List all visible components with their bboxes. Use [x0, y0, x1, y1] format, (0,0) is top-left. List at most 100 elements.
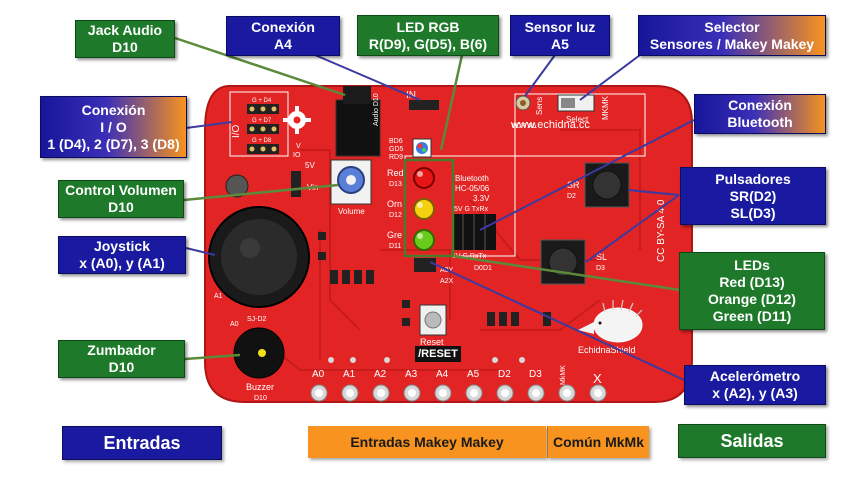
board-silk-text: V [296, 143, 301, 150]
board-silk-text: Red [387, 168, 404, 178]
capacitor [225, 174, 249, 198]
board-silk-text: SR [567, 180, 580, 190]
board-silk-text: CC BY-SA 4.0 [656, 199, 667, 262]
board-silk-text: 5V G TxRx [454, 206, 489, 213]
label-conexion-io-title: Conexión [81, 101, 146, 118]
board-silk-text: A5 [467, 369, 480, 380]
board-silk-text: SJ-D2 [247, 316, 267, 323]
connector-lines-blue [185, 54, 695, 381]
label-led-rgb-pins: R(D9), G(D5), B(6) [368, 35, 488, 52]
board-silk-text: G + D7 [252, 118, 272, 124]
board-silk-text: D13 [389, 181, 402, 188]
board-silk-text: D10 [254, 395, 267, 402]
led-green [413, 229, 435, 251]
label-control-volumen-title: Control Volumen [65, 182, 177, 198]
led-red [413, 167, 435, 189]
board-silk-text: A2 [374, 369, 387, 380]
connector-lines-green [174, 36, 681, 361]
board-silk-text: D0D1 [474, 265, 492, 272]
board-silk-text: D3 [596, 265, 605, 272]
label-acelerometro-pins: x (A2), y (A3) [712, 385, 798, 401]
board-silk-text: D2 [498, 369, 511, 380]
label-joystick-title: Joystick [93, 238, 151, 254]
label-zumbador-pin: D10 [108, 359, 135, 375]
label-conexion-a4-pin: A4 [274, 36, 292, 52]
label-pulsadores: Pulsadores SR(D2) SL(D3) [680, 167, 826, 225]
audio-jack-barrel [343, 86, 371, 104]
board-silk-text: A0 [312, 369, 325, 380]
label-zumbador: Zumbador D10 [58, 340, 185, 378]
rgb-led-lens [416, 142, 428, 154]
label-sensor-luz-title: Sensor luz [524, 18, 596, 35]
label-leds-red: Red (D13) [719, 274, 785, 290]
label-conexion-io-pins: 1 (D4), 2 (D7), 3 (D8) [47, 135, 180, 152]
label-control-volumen-pin: D10 [108, 199, 134, 215]
board-silk-text: D11 [389, 243, 401, 250]
label-pulsadores-title: Pulsadores [715, 170, 791, 187]
label-zumbador-title: Zumbador [87, 342, 156, 358]
reset-tag: /RESET [415, 346, 461, 362]
sensor-silk [514, 93, 646, 157]
audio-jack [335, 99, 381, 157]
label-leds-green: Green (D11) [712, 308, 792, 324]
board-silk-text: A1 [343, 369, 356, 380]
label-selector-desc: Sensores / Makey Makey [649, 35, 815, 52]
legend-comun-mkmk: Común MkMk [547, 426, 649, 458]
pushbutton-sl [540, 239, 586, 285]
label-jack-audio-title: Jack Audio [87, 22, 163, 38]
led-orange [413, 198, 435, 220]
person-icon: X [593, 371, 602, 386]
label-led-rgb: LED RGB R(D9), G(D5), B(6) [357, 15, 499, 56]
echidna-logo [578, 299, 643, 343]
label-acelerometro: Acelerómetro x (A2), y (A3) [684, 365, 826, 405]
label-control-volumen: Control Volumen D10 [58, 180, 184, 218]
board-silk-text: G + D4 [252, 98, 272, 104]
label-conexion-a4: Conexión A4 [226, 16, 340, 56]
label-conexion-a4-title: Conexión [251, 19, 315, 35]
board-silk-text: D3 [529, 369, 542, 380]
board-silk-text: 5V G RxTx [452, 253, 487, 260]
board-silk-text: LDR A5 [512, 123, 536, 130]
board-silk-text: 3.3V [473, 194, 490, 203]
board-silk-text: Bluetooth [455, 174, 489, 183]
board-silk-text: A2X [440, 278, 454, 285]
label-leds-title: LEDs [734, 257, 770, 273]
in-header [409, 100, 439, 110]
board-silk-text: Select [566, 115, 589, 124]
board-silk-text: G + D8 [252, 138, 272, 144]
board-silk-text: SL [596, 252, 607, 262]
board-silk-text: Buzzer [246, 382, 274, 392]
label-acelerometro-title: Acelerómetro [709, 368, 801, 384]
label-conexion-bt-sub: Bluetooth [727, 114, 793, 130]
board-silk-text: A1 [214, 293, 223, 300]
board-silk-text: MKMK [601, 95, 610, 120]
board-silk-text: D12 [389, 212, 402, 219]
label-leds-orange: Orange (D12) [708, 291, 796, 307]
board-silk-text: 5V [305, 161, 315, 170]
legend-entradas-makey: Entradas Makey Makey [308, 426, 546, 458]
legend-entradas: Entradas [62, 426, 222, 460]
board-silk-text: Gre [387, 230, 402, 240]
board-silk-text: IO [293, 152, 301, 159]
board-silk-text: GD5 [389, 146, 404, 153]
label-sensor-luz: Sensor luz A5 [510, 15, 610, 56]
label-selector: Selector Sensores / Makey Makey [638, 15, 826, 56]
board-silk-text: I/O [231, 124, 242, 138]
label-pulsadores-sr: SR(D2) [729, 187, 777, 204]
label-joystick: Joystick x (A0), y (A1) [58, 236, 186, 274]
io-silk [229, 91, 289, 157]
label-conexion-io-sub: I / O [100, 118, 127, 135]
voltage-header [291, 171, 301, 197]
board-silk-text: BD6 [389, 138, 403, 145]
label-jack-audio: Jack Audio D10 [75, 20, 175, 58]
board-silk-text: www.echidna.cc [510, 119, 590, 131]
smd-parts [318, 232, 551, 326]
label-sensor-luz-pin: A5 [551, 35, 569, 52]
label-selector-title: Selector [704, 18, 760, 35]
board-silk-text: MkMK [560, 365, 567, 385]
board-silk-text: HC-05/06 [455, 184, 490, 193]
label-jack-audio-pin: D10 [112, 39, 138, 55]
board-silk-text: Orn [387, 199, 402, 209]
